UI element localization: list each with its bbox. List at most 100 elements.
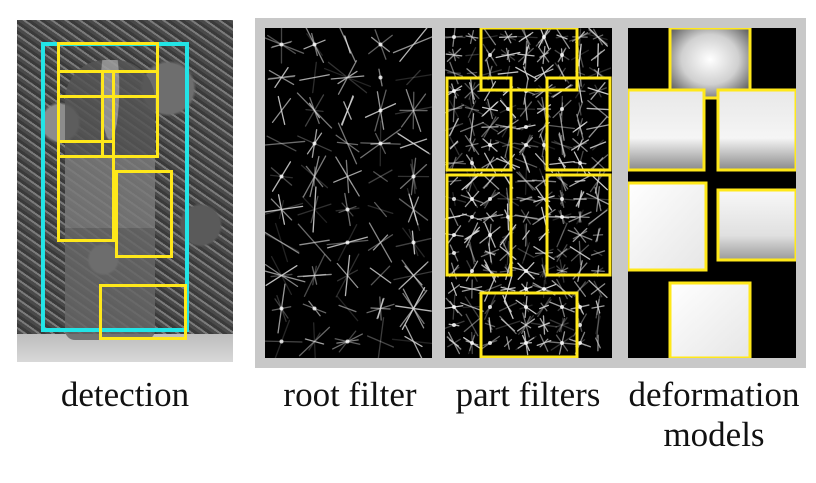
hog-stroke (586, 124, 610, 130)
hog-stroke (534, 248, 554, 258)
hog-stroke (373, 171, 388, 182)
hog-peak (488, 305, 492, 309)
part-filter-box (479, 28, 579, 92)
hog-peak (488, 233, 492, 237)
hog-stroke (312, 186, 317, 233)
caption-part-filters: part filters (455, 375, 601, 414)
hog-stroke (590, 250, 606, 256)
part-filters-panel (445, 28, 612, 358)
caption-deformation-line2: models (663, 415, 765, 455)
hog-peak (470, 341, 474, 345)
hog-stroke (376, 297, 385, 320)
hog-stroke (559, 229, 565, 241)
hog-stroke (337, 122, 358, 165)
hog-stroke (520, 321, 532, 329)
hog-stroke (596, 67, 600, 79)
hog-peak (488, 341, 492, 345)
hog-stroke (304, 338, 325, 345)
hog-stroke (560, 134, 564, 156)
hog-stroke (404, 335, 423, 348)
hog-stroke (394, 106, 432, 115)
hog-stroke (499, 224, 517, 246)
hog-stroke (466, 230, 478, 240)
hog-stroke (267, 75, 296, 80)
hog-stroke (557, 248, 567, 258)
hog-stroke (535, 251, 553, 255)
hog-stroke (593, 249, 603, 257)
hog-stroke (588, 28, 609, 47)
hog-stroke (336, 141, 359, 146)
hog-stroke (556, 222, 568, 248)
hog-stroke (539, 52, 549, 58)
hog-stroke (481, 100, 499, 118)
hog-peak (542, 287, 546, 291)
hog-peak (542, 35, 546, 39)
hog-stroke (593, 280, 603, 298)
hog-stroke (310, 195, 319, 224)
hog-stroke (469, 29, 475, 45)
hog-peak (578, 341, 582, 345)
hog-peak (378, 141, 383, 146)
part-box-shoulder-left (57, 70, 115, 158)
hog-stroke (500, 49, 516, 61)
hog-stroke (313, 322, 316, 358)
hog-stroke (587, 99, 609, 119)
hog-stroke (395, 305, 432, 312)
hog-peak (452, 305, 456, 309)
deformation-shoulder-left (628, 88, 706, 172)
hog-stroke (539, 338, 549, 348)
hog-stroke (461, 103, 483, 115)
hog-stroke (451, 48, 457, 62)
hog-stroke (524, 97, 528, 121)
hog-stroke (586, 192, 610, 206)
hog-stroke (446, 336, 462, 350)
hog-stroke (591, 157, 605, 169)
caption-deformation-line1: deformation (628, 375, 800, 414)
hog-stroke (587, 87, 609, 95)
hog-peak (578, 323, 582, 327)
hog-stroke (556, 176, 568, 186)
hog-stroke (558, 132, 566, 158)
hog-peak (488, 53, 492, 57)
root-filter-panel (265, 28, 432, 358)
hog-stroke (589, 87, 607, 95)
hog-stroke (297, 203, 332, 216)
hog-peak (560, 305, 564, 309)
hog-peak (560, 107, 564, 111)
part-filters-hog (445, 28, 612, 358)
hog-stroke (265, 265, 298, 286)
hog-stroke (336, 295, 359, 322)
hog-stroke (516, 196, 536, 202)
hog-peak (524, 125, 528, 129)
hog-peak (542, 143, 546, 147)
hog-stroke (520, 33, 532, 41)
hog-stroke (265, 233, 300, 253)
hog-stroke (573, 281, 587, 297)
hog-peak (345, 240, 350, 245)
hog-stroke (595, 315, 601, 335)
hog-stroke (464, 106, 480, 112)
hog-peak (279, 306, 284, 311)
hog-stroke (399, 138, 428, 149)
hog-stroke (558, 67, 566, 79)
hog-stroke (482, 269, 498, 273)
hog-peak (560, 215, 564, 219)
hog-stroke (406, 69, 421, 86)
hog-stroke (523, 245, 529, 261)
hog-stroke (468, 82, 476, 100)
hog-stroke (534, 64, 554, 82)
deformation-shoulder-right (716, 88, 796, 172)
hog-peak (279, 42, 284, 47)
hog-stroke (559, 113, 565, 141)
hog-peak (560, 197, 564, 201)
hog-stroke (447, 284, 461, 294)
hog-stroke (465, 53, 479, 57)
hog-stroke (366, 335, 395, 348)
hog-stroke (463, 317, 481, 333)
hog-peak (524, 269, 528, 273)
hog-stroke (576, 101, 584, 117)
hog-stroke (590, 49, 606, 61)
hog-stroke (392, 36, 432, 54)
hog-stroke (398, 198, 429, 221)
hog-stroke (469, 241, 475, 265)
